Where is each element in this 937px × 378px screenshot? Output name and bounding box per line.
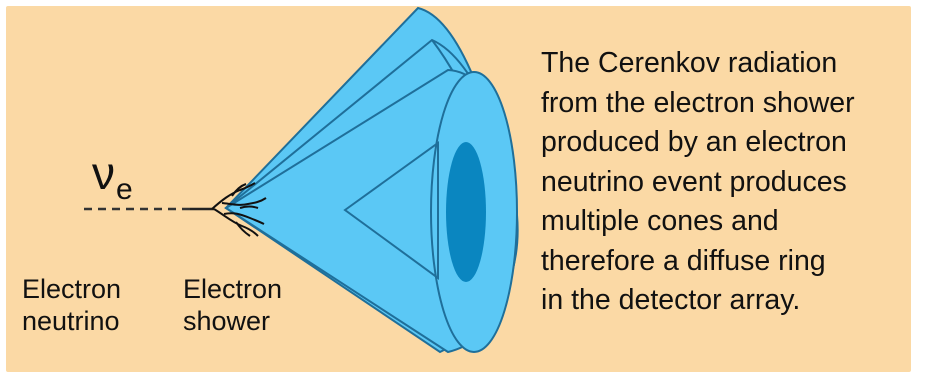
- electron-neutrino-symbol: νe: [92, 150, 132, 196]
- nu-letter: ν: [92, 147, 115, 199]
- right-margin: [911, 0, 937, 378]
- description-text: The Cerenkov radiation from the electron…: [541, 44, 901, 321]
- electron-neutrino-label: Electron neutrino: [22, 273, 121, 337]
- nu-subscript: e: [116, 173, 133, 206]
- electron-shower-label: Electron shower: [183, 273, 282, 337]
- ring-core: [446, 142, 486, 282]
